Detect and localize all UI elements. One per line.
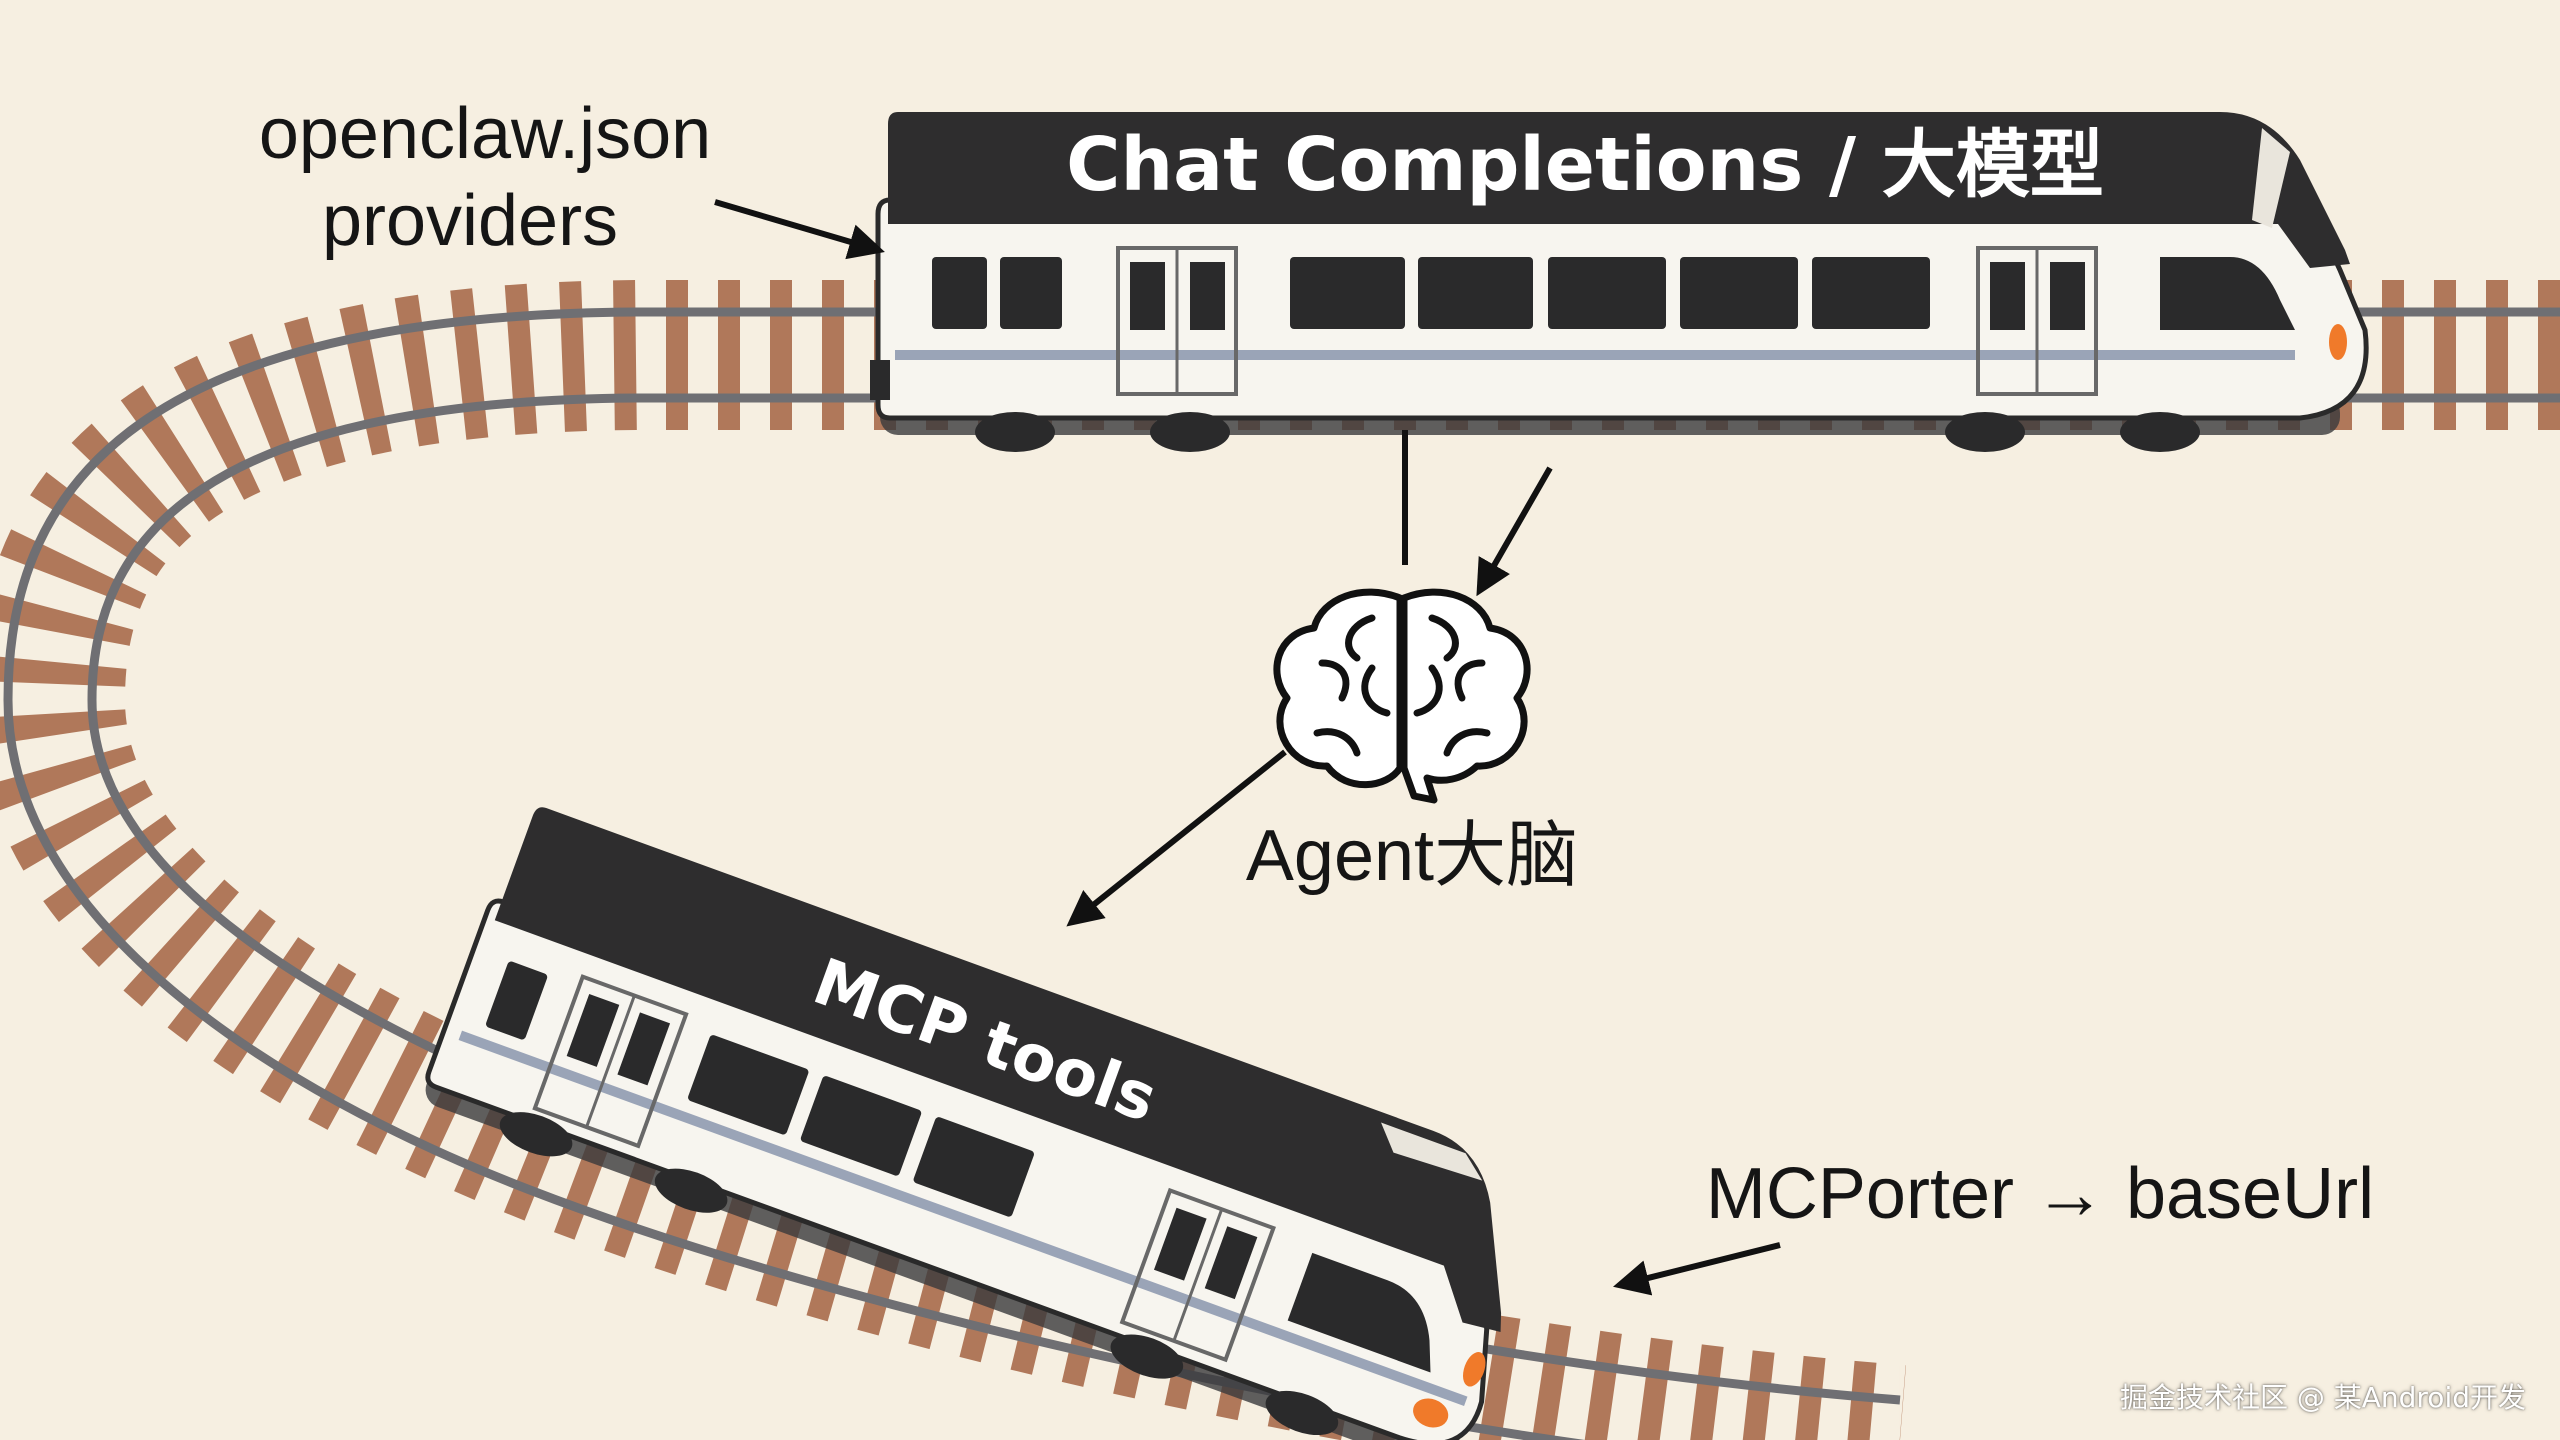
bottom-train-roof-highlight — [1381, 1122, 1483, 1181]
top-train: Chat Completions / 大模型 — [870, 112, 2369, 452]
bottom-train-doors — [532, 974, 1276, 1363]
top-train-wheels — [975, 412, 2200, 452]
brain-icon — [1273, 588, 1531, 804]
bottom-train-stripe — [458, 1030, 1468, 1407]
top-train-headlight — [2329, 324, 2347, 360]
brain-label: Agent大脑 — [1246, 816, 1578, 896]
bottom-train-headlight-upper — [1463, 1352, 1486, 1387]
top-train-windows — [932, 257, 2295, 330]
top-train-label: Chat Completions / 大模型 — [1066, 122, 2104, 208]
top-train-stripe — [895, 350, 2295, 360]
bottom-train: MCP tools — [425, 807, 1502, 1440]
config-label-line2: providers — [322, 181, 618, 261]
arrow-train-to-brain — [1476, 466, 1553, 597]
bottom-train-headlight-lower — [1413, 1398, 1449, 1428]
bottom-train-wheels — [499, 1112, 1339, 1436]
arrow-brain-to-mcp — [1066, 749, 1287, 927]
config-label-line1: openclaw.json — [259, 94, 711, 174]
arrow-mcporter-to-train — [1613, 1242, 1781, 1296]
bottom-train-windows — [486, 961, 1431, 1373]
top-train-coupler — [870, 360, 890, 400]
arrow-config-to-train — [714, 199, 885, 260]
top-train-doors — [1116, 246, 2098, 396]
top-train-roof-highlight — [2252, 128, 2290, 228]
top-train-roof — [888, 112, 2350, 268]
mcporter-label: MCPorter → baseUrl — [1706, 1154, 2374, 1234]
bottom-train-roof — [494, 807, 1502, 1333]
connectors — [714, 199, 1781, 1296]
watermark: 掘金技术社区 @ 某Android开发 — [2119, 1381, 2526, 1414]
